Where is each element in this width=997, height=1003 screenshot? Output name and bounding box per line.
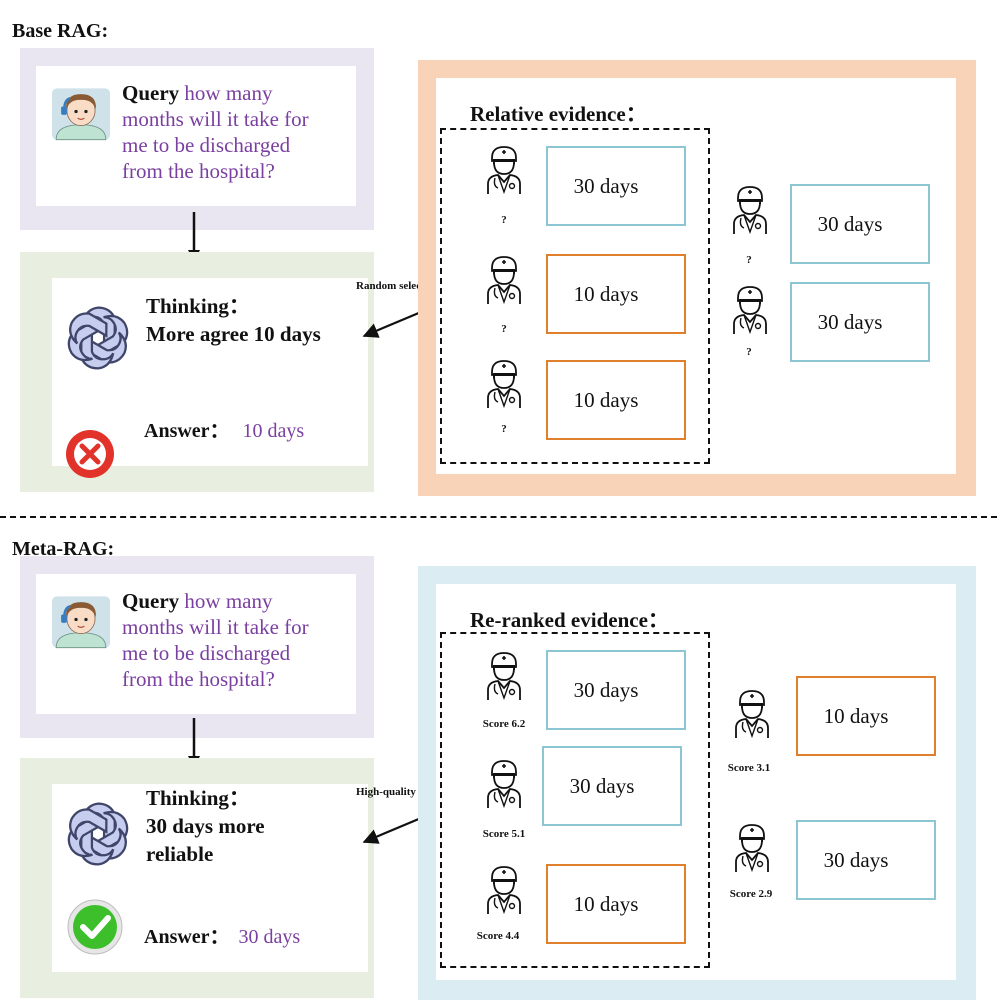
query-label: Query — [122, 589, 180, 613]
evidence-text: 10 days — [573, 387, 639, 412]
thinking-panel: Thinking： More agree 10 days Answer： 10 … — [20, 252, 374, 492]
evidence-box: 30 days — [790, 282, 930, 362]
evidence-text: 10 days — [573, 281, 639, 306]
doctor-icon — [484, 254, 524, 304]
query-text: Query how many months will it take for m… — [122, 588, 352, 692]
evidence-box: 10 days — [546, 254, 686, 334]
doctor-icon — [732, 822, 772, 872]
thinking-label: Thinking： — [146, 786, 250, 810]
doctor-score: Score 6.2 — [482, 718, 526, 730]
query-card: Query how many months will it take for m… — [36, 66, 356, 206]
evidence-box: 10 days — [796, 676, 936, 756]
evidence-box: 30 days — [542, 746, 682, 826]
query-text: Query how many months will it take for m… — [122, 80, 352, 184]
doctor-icon — [484, 758, 524, 808]
doctor-label: ? — [501, 423, 507, 435]
selected-evidence-group — [440, 128, 710, 464]
answer-line: Answer： 30 days — [144, 920, 300, 949]
doctor-score: Score 5.1 — [482, 828, 526, 840]
query-panel: Query how many months will it take for m… — [20, 556, 374, 738]
doctor-icon — [732, 688, 772, 738]
selected-evidence-group — [440, 632, 710, 968]
query-line-3: me to be discharged — [122, 133, 291, 157]
doctor-icon — [484, 650, 524, 700]
doctor-label: ? — [746, 254, 752, 266]
evidence-box: 10 days — [546, 864, 686, 944]
answer-label: Answer： — [144, 926, 230, 948]
evidence-text: 10 days — [823, 703, 889, 728]
section-divider — [0, 516, 997, 518]
thinking-line-1: 30 days more — [146, 814, 265, 838]
doctor-label: ? — [746, 346, 752, 358]
query-line-1: how many — [184, 589, 273, 613]
doctor-score: Score 3.1 — [727, 762, 771, 774]
section-title-meta-rag: Meta-RAG: — [12, 538, 115, 560]
doctor-icon — [730, 184, 770, 234]
query-label: Query — [122, 81, 180, 105]
query-line-3: me to be discharged — [122, 641, 291, 665]
answer-value: 10 days — [242, 420, 305, 442]
evidence-text: 10 days — [573, 891, 639, 916]
evidence-box: 10 days — [546, 360, 686, 440]
thinking-panel: Thinking： 30 days more reliable Answer： … — [20, 758, 374, 998]
thinking-card: Thinking： More agree 10 days Answer： 10 … — [52, 278, 368, 478]
query-line-2: months will it take for — [122, 107, 309, 131]
thinking-line-2: reliable — [146, 842, 214, 866]
doctor-icon — [484, 864, 524, 914]
wrong-x-icon — [66, 430, 114, 478]
user-avatar-icon — [52, 84, 110, 144]
query-line-2: months will it take for — [122, 615, 309, 639]
evidence-title: Re-ranked evidence： — [470, 608, 669, 632]
thinking-text: Thinking： 30 days more reliable — [146, 784, 366, 868]
evidence-box: 30 days — [546, 146, 686, 226]
doctor-label: ? — [501, 323, 507, 335]
query-line-4: from the hospital? — [122, 667, 275, 691]
doctor-icon — [484, 144, 524, 194]
query-line-4: from the hospital? — [122, 159, 275, 183]
evidence-text: 30 days — [569, 773, 635, 798]
evidence-text: 30 days — [823, 847, 889, 872]
doctor-icon — [484, 358, 524, 408]
section-title-base-rag: Base RAG: — [12, 20, 109, 42]
evidence-title: Relative evidence： — [470, 102, 647, 126]
evidence-box: 30 days — [790, 184, 930, 264]
doctor-label: ? — [501, 214, 507, 226]
evidence-card — [436, 584, 956, 980]
query-line-1: how many — [184, 81, 273, 105]
correct-check-icon — [67, 899, 123, 955]
thinking-label: Thinking： — [146, 294, 250, 318]
answer-label: Answer： — [144, 420, 230, 442]
doctor-score: Score 4.4 — [476, 930, 520, 942]
evidence-text: 30 days — [817, 211, 883, 236]
evidence-box: 30 days — [796, 820, 936, 900]
answer-line: Answer： 10 days — [144, 414, 304, 443]
openai-logo-icon — [60, 300, 136, 376]
evidence-text: 30 days — [573, 173, 639, 198]
doctor-icon — [730, 284, 770, 334]
openai-logo-icon — [60, 796, 136, 872]
user-avatar-icon — [52, 592, 110, 652]
thinking-card: Thinking： 30 days more reliable Answer： … — [52, 784, 368, 972]
evidence-panel — [418, 566, 976, 1000]
arrow-label: High-quality — [356, 786, 416, 798]
evidence-box: 30 days — [546, 650, 686, 730]
thinking-text: Thinking： More agree 10 days — [146, 292, 366, 348]
doctor-score: Score 2.9 — [729, 888, 773, 900]
evidence-text: 30 days — [817, 309, 883, 334]
query-card: Query how many months will it take for m… — [36, 574, 356, 714]
evidence-card — [436, 78, 956, 474]
evidence-text: 30 days — [573, 677, 639, 702]
arrow-label: Random selected — [356, 280, 436, 292]
thinking-line-1: More agree 10 days — [146, 322, 321, 346]
answer-value: 30 days — [238, 926, 301, 948]
query-panel: Query how many months will it take for m… — [20, 48, 374, 230]
